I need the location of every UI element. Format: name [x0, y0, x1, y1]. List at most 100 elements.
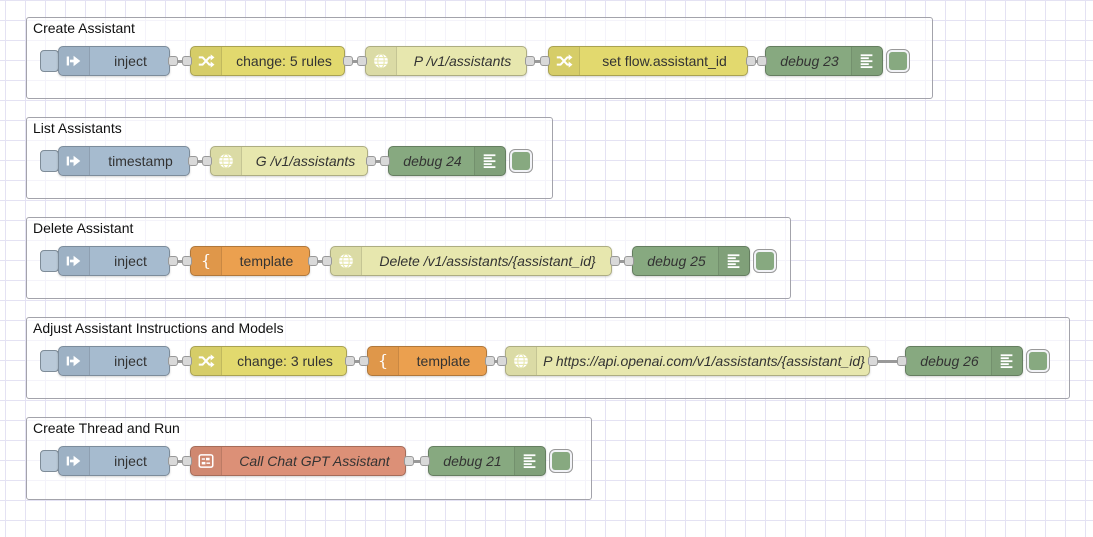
group-label: Create Assistant — [33, 20, 135, 36]
wire[interactable] — [409, 459, 425, 463]
debug-toggle-button[interactable] — [886, 49, 910, 73]
output-port[interactable] — [168, 356, 178, 366]
input-port[interactable] — [182, 56, 192, 66]
node-label: change: 5 rules — [236, 53, 332, 69]
output-port[interactable] — [610, 256, 620, 266]
node-inject[interactable]: inject — [58, 446, 170, 476]
node-label: Delete /v1/assistants/{assistant_id} — [379, 253, 596, 269]
wire[interactable] — [173, 359, 187, 363]
input-port[interactable] — [322, 256, 332, 266]
debug-toggle-button[interactable] — [1026, 349, 1050, 373]
input-port[interactable] — [202, 156, 212, 166]
shuffle-icon — [549, 47, 580, 75]
input-port[interactable] — [182, 256, 192, 266]
output-port[interactable] — [485, 356, 495, 366]
node-debug-25[interactable]: debug 25 — [632, 246, 750, 276]
wire[interactable] — [173, 259, 187, 263]
node-debug-26[interactable]: debug 26 — [905, 346, 1023, 376]
output-port[interactable] — [525, 56, 535, 66]
debug-toggle-button[interactable] — [509, 149, 533, 173]
node-g-v1-assistants[interactable]: G /v1/assistants — [210, 146, 368, 176]
inject-arrow-icon — [59, 47, 90, 75]
input-port[interactable] — [182, 356, 192, 366]
input-port[interactable] — [182, 456, 192, 466]
wire[interactable] — [173, 459, 187, 463]
node-p-v1-assistants[interactable]: P /v1/assistants — [365, 46, 527, 76]
debug-toggle-button[interactable] — [753, 249, 777, 273]
node-label: debug 25 — [647, 253, 706, 269]
node-template[interactable]: {template — [190, 246, 310, 276]
output-port[interactable] — [343, 56, 353, 66]
node-inject[interactable]: inject — [58, 346, 170, 376]
inject-button[interactable] — [40, 250, 59, 272]
node-debug-23[interactable]: debug 23 — [765, 46, 883, 76]
node-label: debug 23 — [780, 53, 839, 69]
node-debug-24[interactable]: debug 24 — [388, 146, 506, 176]
wire[interactable] — [348, 59, 362, 63]
input-port[interactable] — [357, 56, 367, 66]
wire[interactable] — [371, 159, 385, 163]
input-port[interactable] — [380, 156, 390, 166]
debug-toggle-fill — [756, 252, 774, 270]
output-port[interactable] — [168, 456, 178, 466]
node-change-5-rules[interactable]: change: 5 rules — [190, 46, 345, 76]
wire[interactable] — [173, 59, 187, 63]
output-port[interactable] — [308, 256, 318, 266]
node-change-3-rules[interactable]: change: 3 rules — [190, 346, 347, 376]
node-label: Call Chat GPT Assistant — [239, 453, 390, 469]
wire[interactable] — [350, 359, 364, 363]
node-label: debug 21 — [443, 453, 502, 469]
input-port[interactable] — [897, 356, 907, 366]
wire[interactable] — [193, 159, 207, 163]
input-port[interactable] — [359, 356, 369, 366]
wire[interactable] — [530, 59, 545, 63]
node-set-flow-assistant-id[interactable]: set flow.assistant_id — [548, 46, 748, 76]
node-timestamp[interactable]: timestamp — [58, 146, 190, 176]
input-port[interactable] — [420, 456, 430, 466]
wire[interactable] — [615, 259, 629, 263]
output-port[interactable] — [868, 356, 878, 366]
svg-text:{: { — [378, 352, 388, 370]
node-call-chat-gpt-assistant[interactable]: Call Chat GPT Assistant — [190, 446, 406, 476]
subflow-icon — [191, 447, 222, 475]
brace-icon: { — [368, 347, 399, 375]
node-debug-21[interactable]: debug 21 — [428, 446, 546, 476]
node-template[interactable]: {template — [367, 346, 487, 376]
node-label: G /v1/assistants — [255, 153, 356, 169]
inject-arrow-icon — [59, 347, 90, 375]
output-port[interactable] — [345, 356, 355, 366]
output-port[interactable] — [168, 256, 178, 266]
debug-toggle-fill — [512, 152, 530, 170]
node-inject[interactable]: inject — [58, 46, 170, 76]
node-p-https-api-openai-com-v1-assistants-assistant-id[interactable]: P https://api.openai.com/v1/assistants/{… — [505, 346, 870, 376]
input-port[interactable] — [497, 356, 507, 366]
wire[interactable] — [490, 359, 502, 363]
inject-button[interactable] — [40, 450, 59, 472]
output-port[interactable] — [188, 156, 198, 166]
group-label: List Assistants — [33, 120, 122, 136]
globe-icon — [366, 47, 397, 75]
input-port[interactable] — [624, 256, 634, 266]
debug-toggle-button[interactable] — [549, 449, 573, 473]
output-port[interactable] — [168, 56, 178, 66]
input-port[interactable] — [757, 56, 767, 66]
output-port[interactable] — [746, 56, 756, 66]
list-icon — [514, 447, 545, 475]
node-label: inject — [114, 53, 147, 69]
node-delete-v1-assistants-assistant-id[interactable]: Delete /v1/assistants/{assistant_id} — [330, 246, 612, 276]
node-label: P https://api.openai.com/v1/assistants/{… — [543, 353, 865, 369]
inject-button[interactable] — [40, 350, 59, 372]
output-port[interactable] — [404, 456, 414, 466]
input-port[interactable] — [540, 56, 550, 66]
list-icon — [718, 247, 749, 275]
group-label: Adjust Assistant Instructions and Models — [33, 320, 284, 336]
wire[interactable] — [751, 59, 762, 63]
node-inject[interactable]: inject — [58, 246, 170, 276]
inject-button[interactable] — [40, 150, 59, 172]
output-port[interactable] — [366, 156, 376, 166]
inject-button[interactable] — [40, 50, 59, 72]
inject-arrow-icon — [59, 447, 90, 475]
wire[interactable] — [313, 259, 327, 263]
wire[interactable] — [873, 359, 902, 363]
